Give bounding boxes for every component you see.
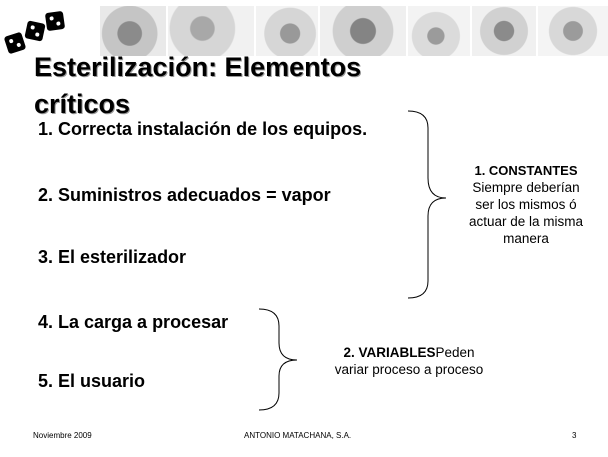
variables-brace [258, 308, 298, 411]
footer-page-number: 3 [572, 431, 577, 440]
constantes-text-4: manera [503, 231, 549, 246]
banner-photo [168, 6, 254, 56]
variables-note: 2. VARIABLESPeden variar proceso a proce… [316, 344, 502, 378]
constantes-text-3: actuar de la misma [468, 214, 584, 229]
constantes-label: 1. CONSTANTES [474, 163, 578, 178]
banner-photo [100, 6, 166, 56]
banner-photo [320, 6, 406, 56]
banner-photo [538, 6, 608, 56]
banner-photo [256, 6, 318, 56]
list-item-load: 4. La carga a procesar [38, 312, 229, 332]
footer-date: Noviembre 2009 [33, 431, 92, 440]
slide-title-line-2: críticos [34, 89, 131, 119]
variables-label: 2. VARIABLES [343, 345, 436, 360]
constantes-text-1: Siempre deberían [472, 180, 580, 195]
footer-company: ANTONIO MATACHANA, S.A. [244, 431, 352, 440]
variables-text: variar proceso a proceso [334, 362, 484, 377]
constantes-note: 1. CONSTANTES Siempre deberían ser los m… [446, 162, 606, 247]
variables-line-1: 2. VARIABLESPeden [316, 344, 502, 361]
constantes-text-2: ser los mismos ó [475, 197, 577, 212]
banner-photo [472, 6, 536, 56]
list-item-supplies: 2. Suministros adecuados = vapor [38, 185, 331, 205]
list-item-installation: 1. Correcta instalación de los equipos. [38, 119, 368, 139]
header-banner [0, 0, 608, 58]
constantes-brace [407, 110, 447, 299]
variables-text-inline: Peden [435, 345, 475, 360]
list-item-user: 5. El usuario [38, 371, 146, 391]
banner-photo [408, 6, 470, 56]
slide-title-line-1: Esterilización: Elementos [34, 52, 362, 82]
list-item-sterilizer: 3. El esterilizador [38, 247, 187, 267]
